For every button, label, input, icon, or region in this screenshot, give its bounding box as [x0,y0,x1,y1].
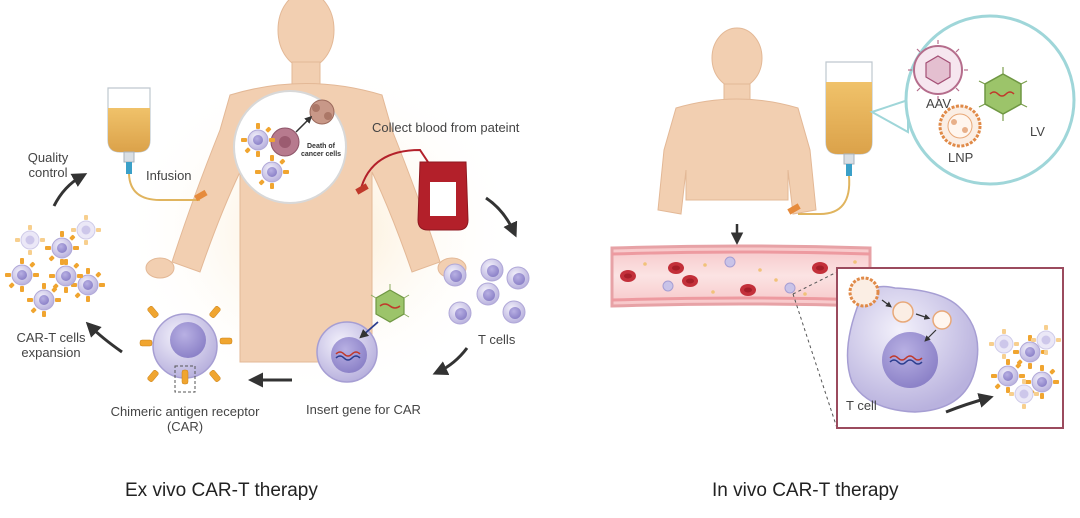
label-car-t-expansion: CAR-T cells expansion [14,330,88,360]
caption-ex-vivo: Ex vivo CAR-T therapy [125,480,318,501]
lnp-icon [938,104,982,148]
label-t-cell: T cell [846,398,877,413]
car-t-expansion-cluster [4,214,106,318]
label-quality-control: Quality control [18,150,78,180]
label-collect-blood: Collect blood from pateint [372,120,520,135]
iv-bag-right [787,61,873,215]
patient-torso [657,27,817,215]
zoom-lines [792,271,838,429]
label-car: Chimeric antigen receptor (CAR) [92,404,278,434]
label-insert-gene: Insert gene for CAR [306,402,421,417]
blood-vessel [610,244,872,308]
cycle-arrows [52,173,518,388]
label-lnp: LNP [948,150,974,165]
ex-vivo-panel [4,0,530,400]
label-t-cells: T cells [478,332,516,347]
in-vivo-panel [610,14,1076,429]
caption-in-vivo: In vivo CAR-T therapy [712,480,899,501]
label-quality-control-line2: control [28,165,68,180]
label-expansion-line2: expansion [21,345,81,360]
label-aav: AAV [926,96,952,111]
blood-bag [355,148,469,231]
label-quality-control-line1: Quality [27,150,69,165]
label-car-line2: (CAR) [166,419,204,434]
infusion-bag [107,87,208,202]
cancer-killing-zoom [233,90,347,204]
t-cell-transduction-detail [836,267,1064,429]
car-receptor-highlight [174,365,196,393]
vector-zoom-callout [869,14,1076,186]
label-expansion-line1: CAR-T cells [16,330,86,345]
lv-icon [978,67,1028,121]
aav-icon [908,40,968,100]
label-infusion: Infusion [146,168,192,183]
label-car-line1: Chimeric antigen receptor [110,404,260,419]
label-lv: LV [1030,124,1045,139]
label-death-line1: Death of [307,143,335,150]
label-death-of-cancer-cells: Death of cancer cells [296,143,346,159]
car-t-cell-large [139,306,233,393]
label-death-line2: cancer cells [300,151,342,158]
gene-insertion [316,284,410,383]
